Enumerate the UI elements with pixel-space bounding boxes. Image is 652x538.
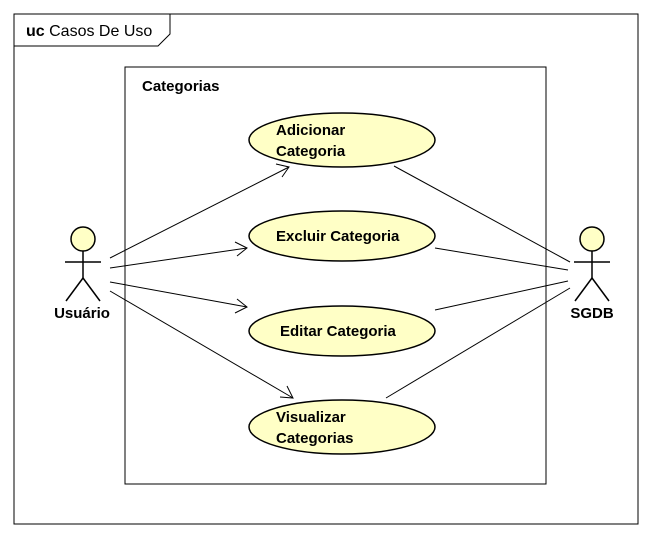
use-case-ellipse [248,399,436,455]
system-boundary [124,66,547,485]
use-case-ellipse [248,210,436,262]
frame-name-tab [14,14,171,47]
association-line [393,165,571,263]
association-line [109,281,248,308]
actor-sgdb[interactable] [574,226,610,302]
use-case-label: Editar Categoria [280,323,397,340]
actor-leg [65,277,84,302]
use-case-label: Visualizar [276,409,346,426]
use-case-label: Adicionar [276,122,345,139]
actor-usuario[interactable] [65,226,101,302]
user-associations [109,163,294,399]
use-case-label: Categorias [276,430,354,447]
arrowhead [234,298,248,314]
actor-leg [591,277,610,302]
use-case-excluir[interactable]: Excluir Categoria [248,210,436,262]
use-case-label: Excluir Categoria [276,228,400,245]
actor-leg [574,277,593,302]
system-name: Categorias [142,78,220,95]
use-case-editar[interactable]: Editar Categoria [248,305,436,357]
association-line [434,280,569,311]
diagram-frame [13,13,639,525]
actor-name: SGDB [570,305,614,322]
association-line [434,247,569,271]
use-case-visualizar[interactable]: Visualizar Categorias [248,399,436,455]
arrowhead [234,241,248,257]
use-case-label: Categoria [276,143,346,160]
sgdb-associations [385,165,571,399]
actor-name: Usuário [54,305,110,322]
association-line [109,247,248,269]
arrowhead [279,385,294,399]
association-line [109,290,294,399]
frame-label: uc Casos De Uso [26,23,152,40]
actor-leg [82,277,101,302]
use-case-adicionar[interactable]: Adicionar Categoria [248,112,436,168]
actor-head [70,226,96,252]
association-line [109,166,290,259]
actor-head [579,226,605,252]
use-case-ellipse [248,305,436,357]
association-line [385,287,571,399]
arrowhead [275,163,290,178]
use-case-ellipse [248,112,436,168]
